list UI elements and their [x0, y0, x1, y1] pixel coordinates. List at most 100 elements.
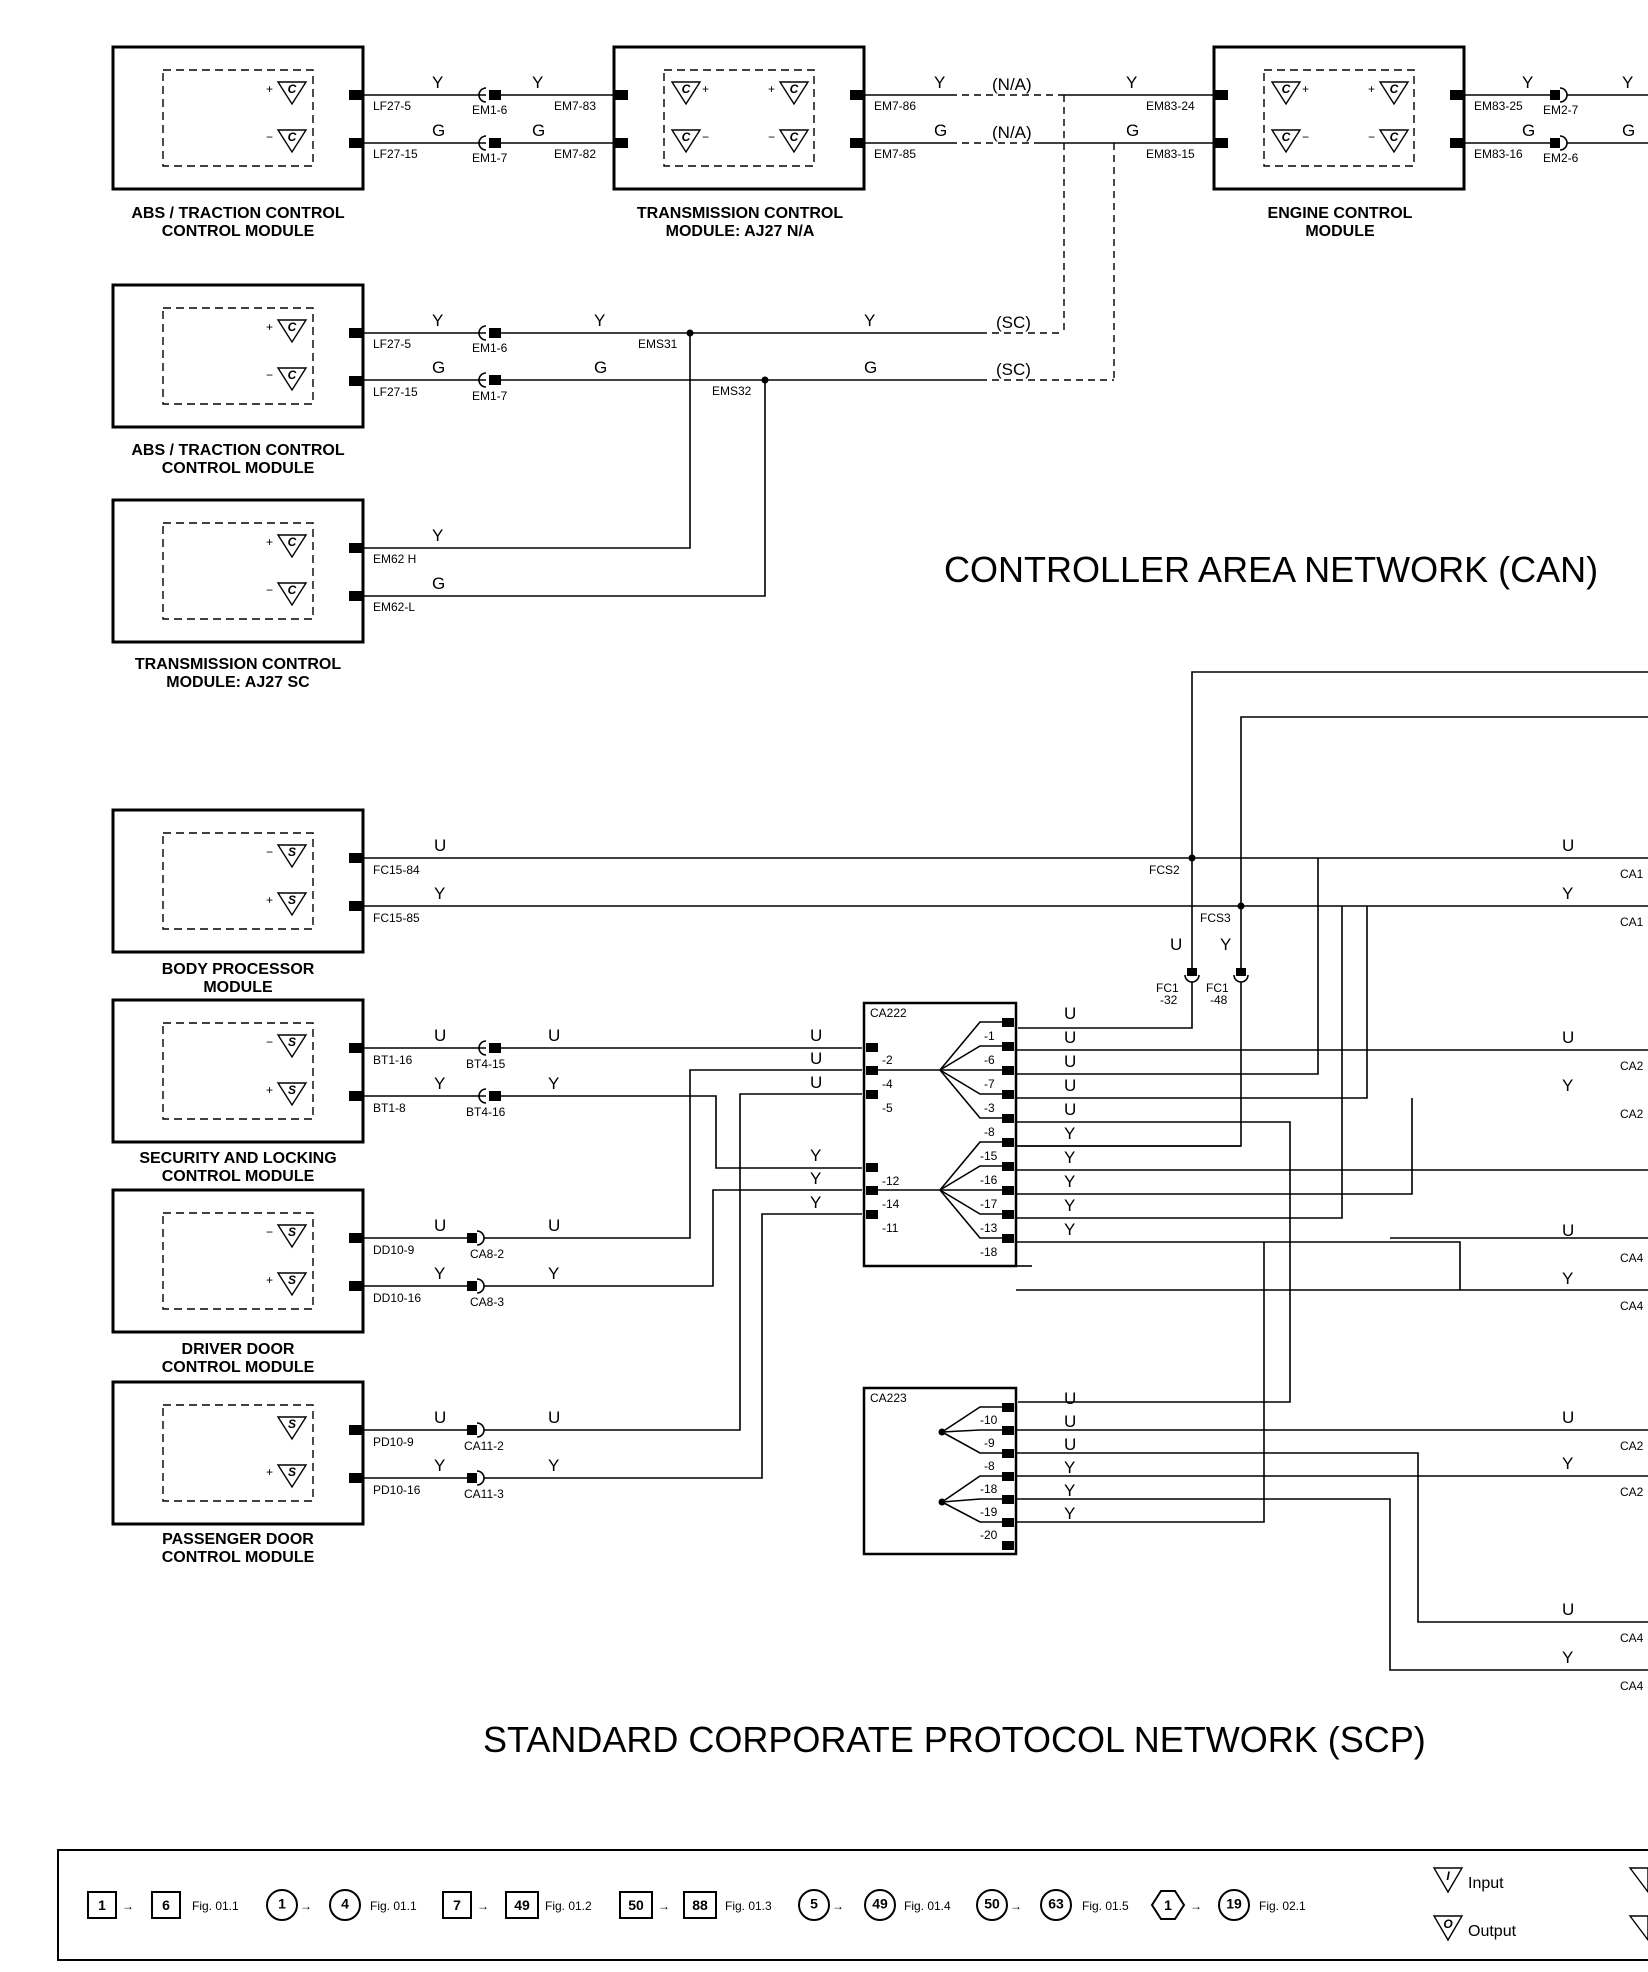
- svg-text:U: U: [1562, 1600, 1574, 1619]
- svg-text:49: 49: [872, 1896, 888, 1912]
- svg-text:→: →: [477, 1899, 489, 1913]
- svg-text:EM7-82: EM7-82: [554, 147, 596, 161]
- svg-text:CA2: CA2: [1620, 1485, 1644, 1499]
- svg-text:−: −: [768, 130, 775, 144]
- passenger-door-control-module: S S + PASSENGER DOOR CONTROL MODULE: [111, 1380, 365, 1566]
- svg-text:+: +: [266, 893, 273, 907]
- legend-entry-2: 1 → 4 Fig. 01.1: [266, 1889, 417, 1921]
- svg-text:Y: Y: [432, 526, 443, 545]
- svg-text:Fig. 01.2: Fig. 01.2: [545, 1899, 592, 1913]
- svg-text:→: →: [300, 1899, 312, 1913]
- svg-text:G: G: [934, 121, 947, 140]
- svg-text:Y: Y: [1064, 1196, 1075, 1215]
- svg-text:U: U: [1562, 1028, 1574, 1047]
- svg-text:C: C: [790, 130, 799, 144]
- scp-door-wires: U Y BT1-16 BT1-8 BT4-15 BT4-16 U Y U U U…: [363, 1026, 862, 1501]
- can-low-icon: [276, 582, 308, 607]
- svg-text:EMS32: EMS32: [712, 384, 752, 398]
- svg-text:Y: Y: [1126, 73, 1137, 92]
- can-low-icon: [276, 367, 308, 392]
- svg-text:Input: Input: [1468, 1875, 1504, 1892]
- ca222-right-wires: U U U U U Y Y Y Y Y: [1016, 858, 1648, 1403]
- svg-text:FC1: FC1: [1206, 981, 1229, 995]
- scp-icon: [276, 1082, 308, 1107]
- svg-text:Y: Y: [1064, 1148, 1075, 1167]
- svg-text:C: C: [1282, 82, 1291, 96]
- svg-text:LF27-15: LF27-15: [373, 385, 418, 399]
- svg-text:-9: -9: [984, 1436, 995, 1450]
- svg-text:-16: -16: [980, 1173, 998, 1187]
- svg-text:(N/A): (N/A): [992, 123, 1032, 142]
- can-high-icon: [778, 81, 810, 106]
- ca222-splice-block: CA222 -2 -4 -5 -12 -14 -11 -1 -6 -7 -3 -…: [862, 1001, 1018, 1268]
- svg-text:Y: Y: [1522, 73, 1533, 92]
- svg-text:6: 6: [162, 1897, 170, 1913]
- svg-text:-3: -3: [984, 1101, 995, 1115]
- svg-text:U: U: [1064, 1052, 1076, 1071]
- svg-text:G: G: [432, 358, 445, 377]
- svg-text:Fig. 02.1: Fig. 02.1: [1259, 1899, 1306, 1913]
- svg-text:−: −: [1368, 130, 1375, 144]
- svg-text:50: 50: [628, 1897, 644, 1913]
- svg-text:U: U: [1170, 935, 1182, 954]
- svg-text:−: −: [266, 130, 273, 144]
- svg-text:DD10-9: DD10-9: [373, 1243, 415, 1257]
- svg-text:Y: Y: [1562, 1076, 1573, 1095]
- svg-text:Output: Output: [1468, 1923, 1517, 1940]
- legend-entry-6: 50 → 63 Fig. 01.5: [976, 1889, 1129, 1921]
- svg-text:+: +: [266, 1083, 273, 1097]
- svg-text:LF27-5: LF27-5: [373, 99, 411, 113]
- svg-text:EMS31: EMS31: [638, 337, 678, 351]
- svg-text:LF27-5: LF27-5: [373, 337, 411, 351]
- scp-icon: [276, 1272, 308, 1297]
- svg-text:G: G: [432, 121, 445, 140]
- can-network-title: CONTROLLER AREA NETWORK (CAN): [944, 549, 1598, 590]
- svg-text:-2: -2: [882, 1053, 893, 1067]
- svg-text:TRANSMISSION CONTROL: TRANSMISSION CONTROL: [637, 205, 843, 222]
- svg-text:→: →: [658, 1899, 670, 1913]
- svg-text:Fig. 01.1: Fig. 01.1: [192, 1899, 239, 1913]
- svg-text:C: C: [790, 82, 799, 96]
- svg-text:S: S: [288, 845, 296, 859]
- svg-text:EM2-7: EM2-7: [1543, 103, 1579, 117]
- svg-text:Y: Y: [432, 73, 443, 92]
- svg-text:U: U: [1064, 1435, 1076, 1454]
- svg-text:G: G: [1622, 121, 1635, 140]
- svg-text:U: U: [1064, 1100, 1076, 1119]
- svg-text:G: G: [1126, 121, 1139, 140]
- svg-text:Y: Y: [1562, 1454, 1573, 1473]
- can-low-icon: [1378, 129, 1410, 154]
- svg-text:CA1: CA1: [1620, 915, 1644, 929]
- svg-text:EM62 H: EM62 H: [373, 552, 416, 566]
- svg-text:Fig. 01.4: Fig. 01.4: [904, 1899, 951, 1913]
- svg-text:EM62-L: EM62-L: [373, 600, 415, 614]
- svg-text:G: G: [532, 121, 545, 140]
- svg-text:FC15-84: FC15-84: [373, 863, 420, 877]
- svg-text:(N/A): (N/A): [992, 75, 1032, 94]
- svg-text:S: S: [288, 1225, 296, 1239]
- svg-text:CA2: CA2: [1620, 1059, 1644, 1073]
- svg-text:C: C: [288, 320, 297, 334]
- svg-text:-1: -1: [984, 1029, 995, 1043]
- svg-text:+: +: [266, 1273, 273, 1287]
- svg-text:-8: -8: [984, 1459, 995, 1473]
- svg-text:FCS3: FCS3: [1200, 911, 1231, 925]
- can-high-icon: [276, 534, 308, 559]
- svg-text:U: U: [1064, 1028, 1076, 1047]
- svg-text:Y: Y: [434, 1264, 445, 1283]
- svg-text:S: S: [288, 1273, 296, 1287]
- svg-text:Y: Y: [434, 1456, 445, 1475]
- svg-text:LF27-15: LF27-15: [373, 147, 418, 161]
- svg-text:+: +: [266, 82, 273, 96]
- svg-text:I: I: [1446, 1869, 1450, 1883]
- svg-text:G: G: [1522, 121, 1535, 140]
- svg-text:FC15-85: FC15-85: [373, 911, 420, 925]
- svg-text:-6: -6: [984, 1053, 995, 1067]
- svg-text:-20: -20: [980, 1528, 998, 1542]
- svg-text:→: →: [1010, 1899, 1022, 1913]
- svg-text:88: 88: [692, 1897, 708, 1913]
- svg-text:Y: Y: [548, 1456, 559, 1475]
- svg-text:EM7-85: EM7-85: [874, 147, 916, 161]
- svg-text:-5: -5: [882, 1101, 893, 1115]
- svg-text:CONTROL MODULE: CONTROL MODULE: [162, 1549, 315, 1566]
